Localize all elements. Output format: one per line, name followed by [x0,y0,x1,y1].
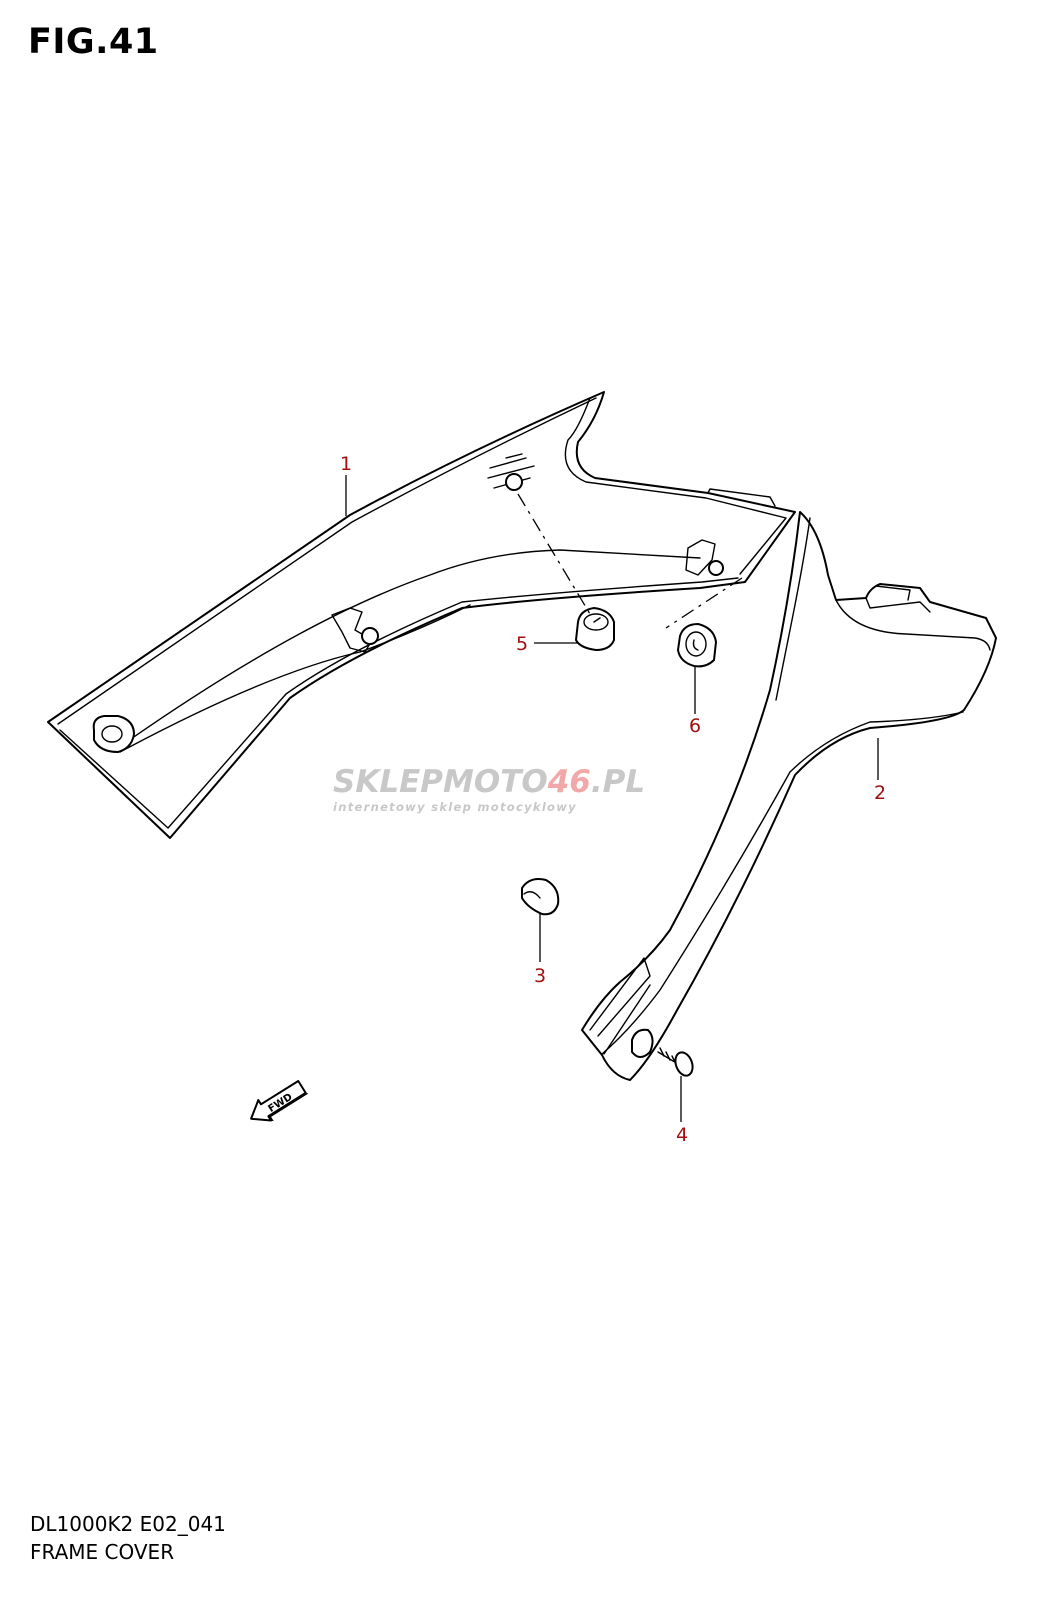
callout-5: 5 [516,633,528,655]
section-name: FRAME COVER [30,1540,175,1564]
part-2-frame-cover-right [581,511,997,1081]
callout-2: 2 [874,782,886,804]
fwd-arrow-icon: FWD [250,1080,309,1122]
watermark-brand-part3: .PL [591,764,645,800]
part-5-grommet [575,607,615,651]
part-3-cap [521,878,560,916]
callout-4: 4 [676,1124,688,1146]
callout-1: 1 [340,453,352,475]
watermark-brand-part2: 46 [547,764,591,800]
watermark-brand-part1: SKLEPMOTO [333,764,548,800]
assembly-lines [517,493,743,629]
figure-title: FIG.41 [28,22,159,62]
leader-lines [345,475,879,1122]
watermark-tagline: internetowy sklep motocyklowy [333,800,577,814]
callouts: 1 2 3 4 5 6 [340,453,886,1146]
part-6-grommet [677,623,717,668]
callout-3: 3 [534,965,546,987]
svg-text:SKLEPMOTO46.PL: SKLEPMOTO46.PL [333,764,645,800]
watermark: SKLEPMOTO46.PL internetowy sklep motocyk… [333,764,645,814]
part-4-screw [657,1047,694,1077]
part-1-frame-cover-left [47,391,796,839]
callout-6: 6 [689,715,701,737]
model-code: DL1000K2 E02_041 [30,1512,226,1536]
